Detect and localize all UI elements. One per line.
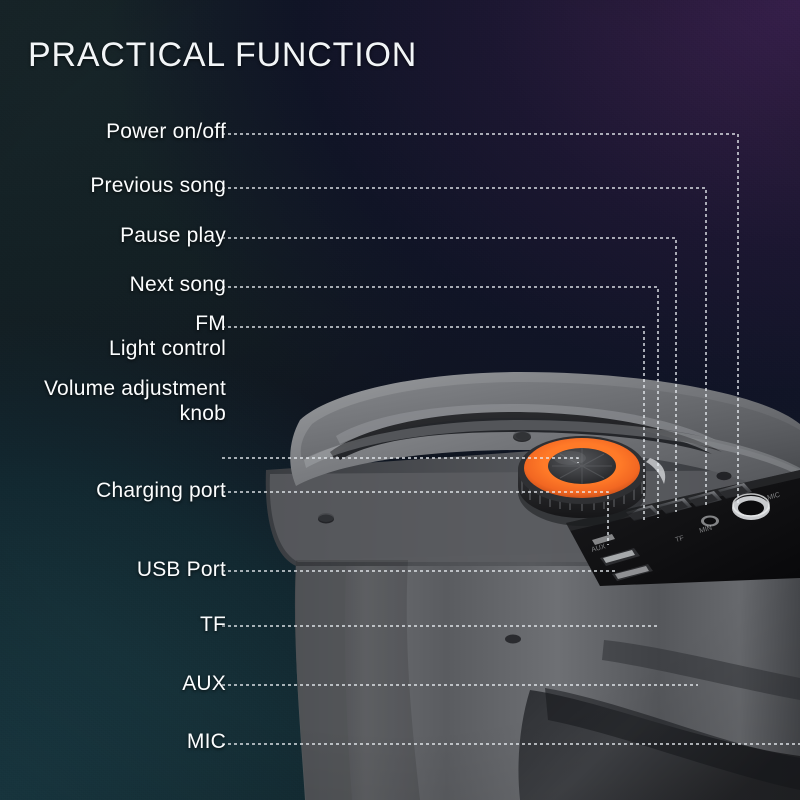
- svg-text:MIC: MIC: [767, 492, 781, 502]
- svg-text:AUX: AUX: [591, 543, 607, 554]
- callout-label-usb-port: USB Port: [136, 558, 226, 581]
- callout-label-charging-port: Charging port: [96, 479, 226, 502]
- callout-label-mic-port: MIC: [186, 730, 226, 753]
- callout-label-next-song: Next song: [129, 273, 226, 296]
- callout-label-pause-play: Pause play: [120, 224, 226, 247]
- leader-line-next-song: [222, 286, 659, 518]
- leader-line-fm-light-control: [222, 326, 645, 523]
- svg-text:TF: TF: [675, 535, 685, 544]
- callout-label-volume-adjust-knob: Volume adjustment knob: [43, 377, 226, 425]
- svg-text:MIN: MIN: [699, 525, 713, 535]
- callout-label-power-on-off: Power on/off: [106, 120, 226, 143]
- mic-jack: [732, 493, 770, 520]
- callout-label-fm-light-control: FM Light control: [108, 312, 226, 360]
- leader-line-volume-adjust-knob: [222, 457, 579, 463]
- callout-label-aux-port: AUX: [182, 672, 226, 695]
- leader-line-charging-port: [222, 491, 609, 545]
- panel-ports: [592, 534, 653, 581]
- callout-label-tf-port: TF: [199, 613, 226, 636]
- leader-line-pause-play: [222, 237, 677, 512]
- leader-line-power-on-off: [222, 133, 739, 505]
- callout-label-previous-song: Previous song: [90, 174, 226, 197]
- page-title: PRACTICAL FUNCTION: [28, 36, 418, 74]
- panel-buttons: [626, 483, 752, 521]
